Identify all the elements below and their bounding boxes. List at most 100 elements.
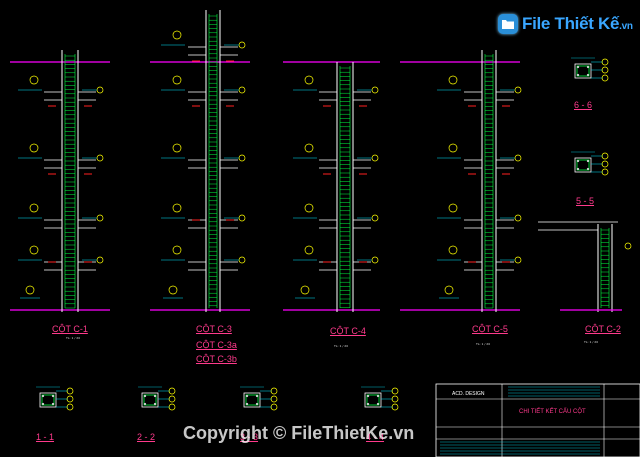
section-5-5-detail — [574, 157, 592, 173]
title-block — [435, 383, 640, 457]
bar-tag — [66, 403, 74, 411]
section-4-4: 4 - 4 — [366, 432, 385, 442]
stirrup — [366, 394, 380, 406]
section-6-6: 6 - 6 — [574, 100, 593, 110]
bar-tag — [66, 387, 74, 395]
level-tag — [172, 30, 182, 40]
bar-tag — [168, 395, 176, 403]
bar-dot — [586, 167, 590, 171]
bar-tag — [238, 154, 246, 162]
level-tag — [448, 245, 458, 255]
bar-tag — [391, 387, 399, 395]
title-block-acd: ACD. DESIGN — [452, 391, 485, 397]
bar-tag — [514, 214, 522, 222]
bar-dot — [255, 394, 259, 398]
scale-c1: TL: 1 / 20 — [66, 336, 81, 340]
section-detail — [39, 392, 57, 408]
bar-dot — [41, 394, 45, 398]
label-cot-c5: CỘT C-5 — [472, 324, 508, 334]
level-tag — [29, 245, 39, 255]
bar-dot — [586, 65, 590, 69]
bar-tag — [601, 168, 609, 176]
section-2-2: 2 - 2 — [137, 432, 156, 442]
section-5-5: 5 - 5 — [576, 196, 595, 206]
scale-c2: TL: 1 / 20 — [584, 340, 599, 344]
label-cot-c4: CỘT C-4 — [330, 326, 366, 336]
bar-tag — [96, 214, 104, 222]
level-tag — [172, 143, 182, 153]
bar-tag — [270, 387, 278, 395]
level-tag — [172, 245, 182, 255]
bar-tag — [238, 214, 246, 222]
bar-tag — [168, 387, 176, 395]
bar-tag — [601, 160, 609, 168]
level-tag — [444, 285, 454, 295]
bar-tag — [391, 395, 399, 403]
stirrup — [576, 159, 590, 171]
section-3-3: 3 - 3 — [240, 432, 259, 442]
level-tag — [304, 245, 314, 255]
bar-tag — [514, 154, 522, 162]
bar-tag — [601, 74, 609, 82]
bar-dot — [51, 402, 55, 406]
bar-tag — [624, 242, 632, 250]
bar-dot — [376, 402, 380, 406]
section-detail — [141, 392, 159, 408]
level-tag — [172, 75, 182, 85]
bar-dot — [143, 402, 147, 406]
bar-tag — [66, 395, 74, 403]
bar-dot — [51, 394, 55, 398]
bar-dot — [143, 394, 147, 398]
level-tag — [168, 285, 178, 295]
logo-suffix: .vn — [619, 21, 633, 32]
bar-tag — [514, 256, 522, 264]
bar-dot — [366, 394, 370, 398]
level-tag — [300, 285, 310, 295]
scale-c5: TL: 1 / 20 — [476, 342, 491, 346]
bar-dot — [586, 159, 590, 163]
scale-c4: TL: 1 / 20 — [334, 344, 349, 348]
bar-dot — [245, 394, 249, 398]
bar-dot — [576, 73, 580, 77]
stirrup — [41, 394, 55, 406]
bar-tag — [270, 403, 278, 411]
bar-tag — [371, 86, 379, 94]
bar-tag — [96, 256, 104, 264]
label-cot-c3a: CỘT C-3a — [196, 340, 237, 350]
bar-tag — [601, 66, 609, 74]
logo-text: File Thiết Kế — [522, 14, 620, 33]
level-tag — [29, 75, 39, 85]
level-tag — [304, 203, 314, 213]
bar-tag — [168, 403, 176, 411]
level-tag — [448, 143, 458, 153]
copyright-watermark: Copyright © FileThietKe.vn — [183, 423, 415, 443]
stirrup — [143, 394, 157, 406]
bar-tag — [238, 256, 246, 264]
bar-dot — [153, 402, 157, 406]
bar-tag — [601, 152, 609, 160]
level-tag — [304, 143, 314, 153]
bar-tag — [371, 214, 379, 222]
bar-dot — [366, 402, 370, 406]
bar-tag — [514, 86, 522, 94]
stirrup — [576, 65, 590, 77]
bar-dot — [41, 402, 45, 406]
bar-dot — [153, 394, 157, 398]
level-tag — [304, 75, 314, 85]
folder-icon — [498, 14, 518, 34]
level-tag — [29, 143, 39, 153]
site-logo[interactable]: File Thiết Kế.vn — [498, 14, 633, 34]
bar-tag — [96, 154, 104, 162]
label-cot-c1: CỘT C-1 — [52, 324, 88, 334]
title-block-title: CHI TIẾT KẾT CẤU CỘT — [519, 409, 586, 415]
bar-tag — [371, 154, 379, 162]
label-cot-c2: CỘT C-2 — [585, 324, 621, 334]
bar-dot — [255, 402, 259, 406]
bar-tag — [371, 256, 379, 264]
label-cot-c3: CỘT C-3 — [196, 324, 232, 334]
level-tag — [29, 203, 39, 213]
bar-tag — [238, 41, 246, 49]
stirrup — [245, 394, 259, 406]
